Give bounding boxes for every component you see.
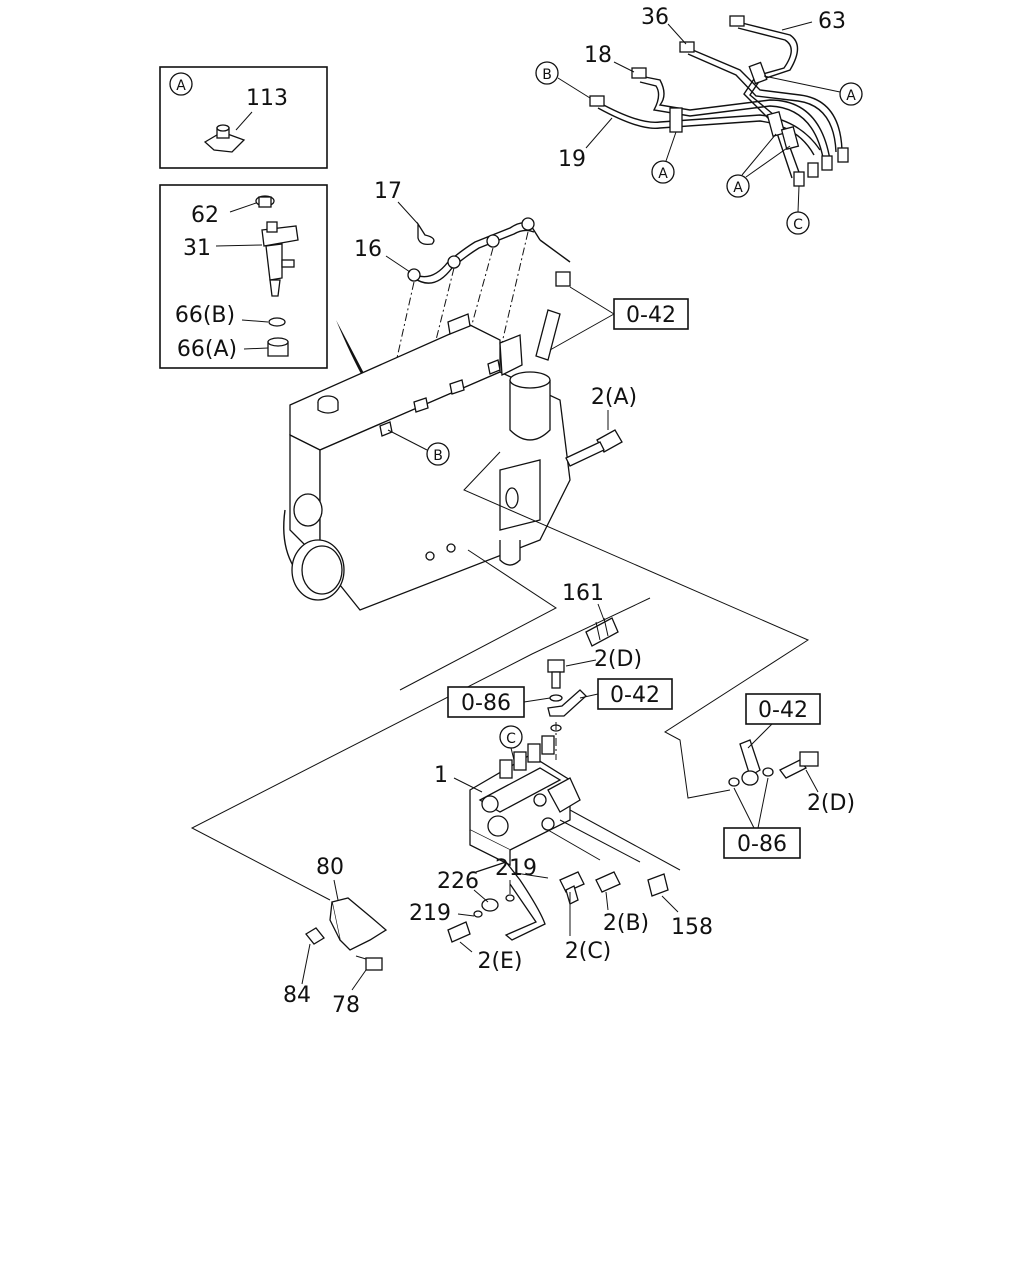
callout-36: 17: [374, 179, 402, 204]
bolt-2a: 2(A): [565, 385, 637, 467]
marker-c2: C: [506, 731, 516, 747]
callout-63: 16: [354, 237, 382, 262]
ref-box-042-top: 0-42: [549, 286, 689, 351]
callout-219-top: 219: [495, 856, 537, 881]
outline-pump-line: [463, 451, 810, 799]
marker-a2: A: [733, 180, 743, 196]
callout-17: 18: [584, 43, 612, 68]
bolt-2b: 2(B): [595, 871, 649, 936]
leak-off-pipe: 17 16: [354, 179, 571, 426]
bracket-80: 80 84 78: [283, 855, 388, 1018]
ref-086-right: 0-86: [737, 832, 787, 857]
clamp-113: [203, 124, 246, 153]
ref-box-042-right: 0-42: [745, 693, 821, 749]
marker-a3: A: [846, 88, 856, 104]
callout-1: 1: [434, 763, 448, 788]
callout-80: 80: [316, 855, 344, 880]
marker-b1: B: [542, 67, 552, 83]
callout-2b: 2(B): [603, 911, 649, 936]
injector-31: [261, 221, 299, 297]
ref-042-right: 0-42: [758, 698, 808, 723]
callout-2c: 2(C): [565, 939, 612, 964]
pipe-226: 226 219 219 2(E): [409, 856, 546, 974]
marker-a-inset: A: [176, 78, 186, 94]
callout-2d-right: 2(D): [807, 791, 855, 816]
marker-a1: A: [658, 166, 668, 182]
callout-66b: 66(B): [175, 303, 235, 328]
marker-c1: C: [793, 217, 803, 233]
callout-113: 113: [246, 86, 288, 111]
callout-31: 31: [183, 236, 211, 261]
nut-158: 158: [647, 873, 713, 940]
ref-042-top: 0-42: [626, 303, 676, 328]
callout-16: 19: [558, 147, 586, 172]
callout-2e: 2(E): [477, 949, 522, 974]
callout-2a: 2(A): [591, 385, 637, 410]
bolt-2c: 2(C): [559, 871, 612, 964]
inset-a: A 113: [159, 66, 328, 169]
lever-parts: 2(D): [728, 739, 855, 816]
callout-161: 161: [562, 581, 604, 606]
callout-84: 84: [283, 983, 311, 1008]
outline-bracket-line: [190, 597, 651, 901]
callout-226: 226: [437, 869, 479, 894]
callout-2d-top: 2(D): [594, 647, 642, 672]
marker-b2: B: [433, 448, 443, 464]
inset-injector: 62 31 66(B) 66(A): [159, 184, 328, 369]
callout-19: 63: [818, 9, 846, 34]
ref-box-086-right: 0-86: [723, 777, 801, 859]
callout-18: 36: [641, 5, 669, 30]
ref-box-042-mid: 0-42: [579, 678, 673, 710]
ref-086-mid: 0-86: [461, 691, 511, 716]
callout-219-left: 219: [409, 901, 451, 926]
injection-pump: 1 C: [434, 725, 581, 867]
callout-66a: 66(A): [177, 337, 237, 362]
callout-62: 62: [191, 203, 219, 228]
engine-block: [283, 313, 571, 611]
callout-78: 78: [332, 993, 360, 1018]
callout-158: 158: [671, 915, 713, 940]
part-161: 161: [562, 581, 619, 647]
ref-box-086-mid: 0-86: [447, 686, 551, 718]
injection-pipes: 36 63 18 B 19 A A A C: [535, 5, 863, 235]
ref-042-mid: 0-42: [610, 683, 660, 708]
